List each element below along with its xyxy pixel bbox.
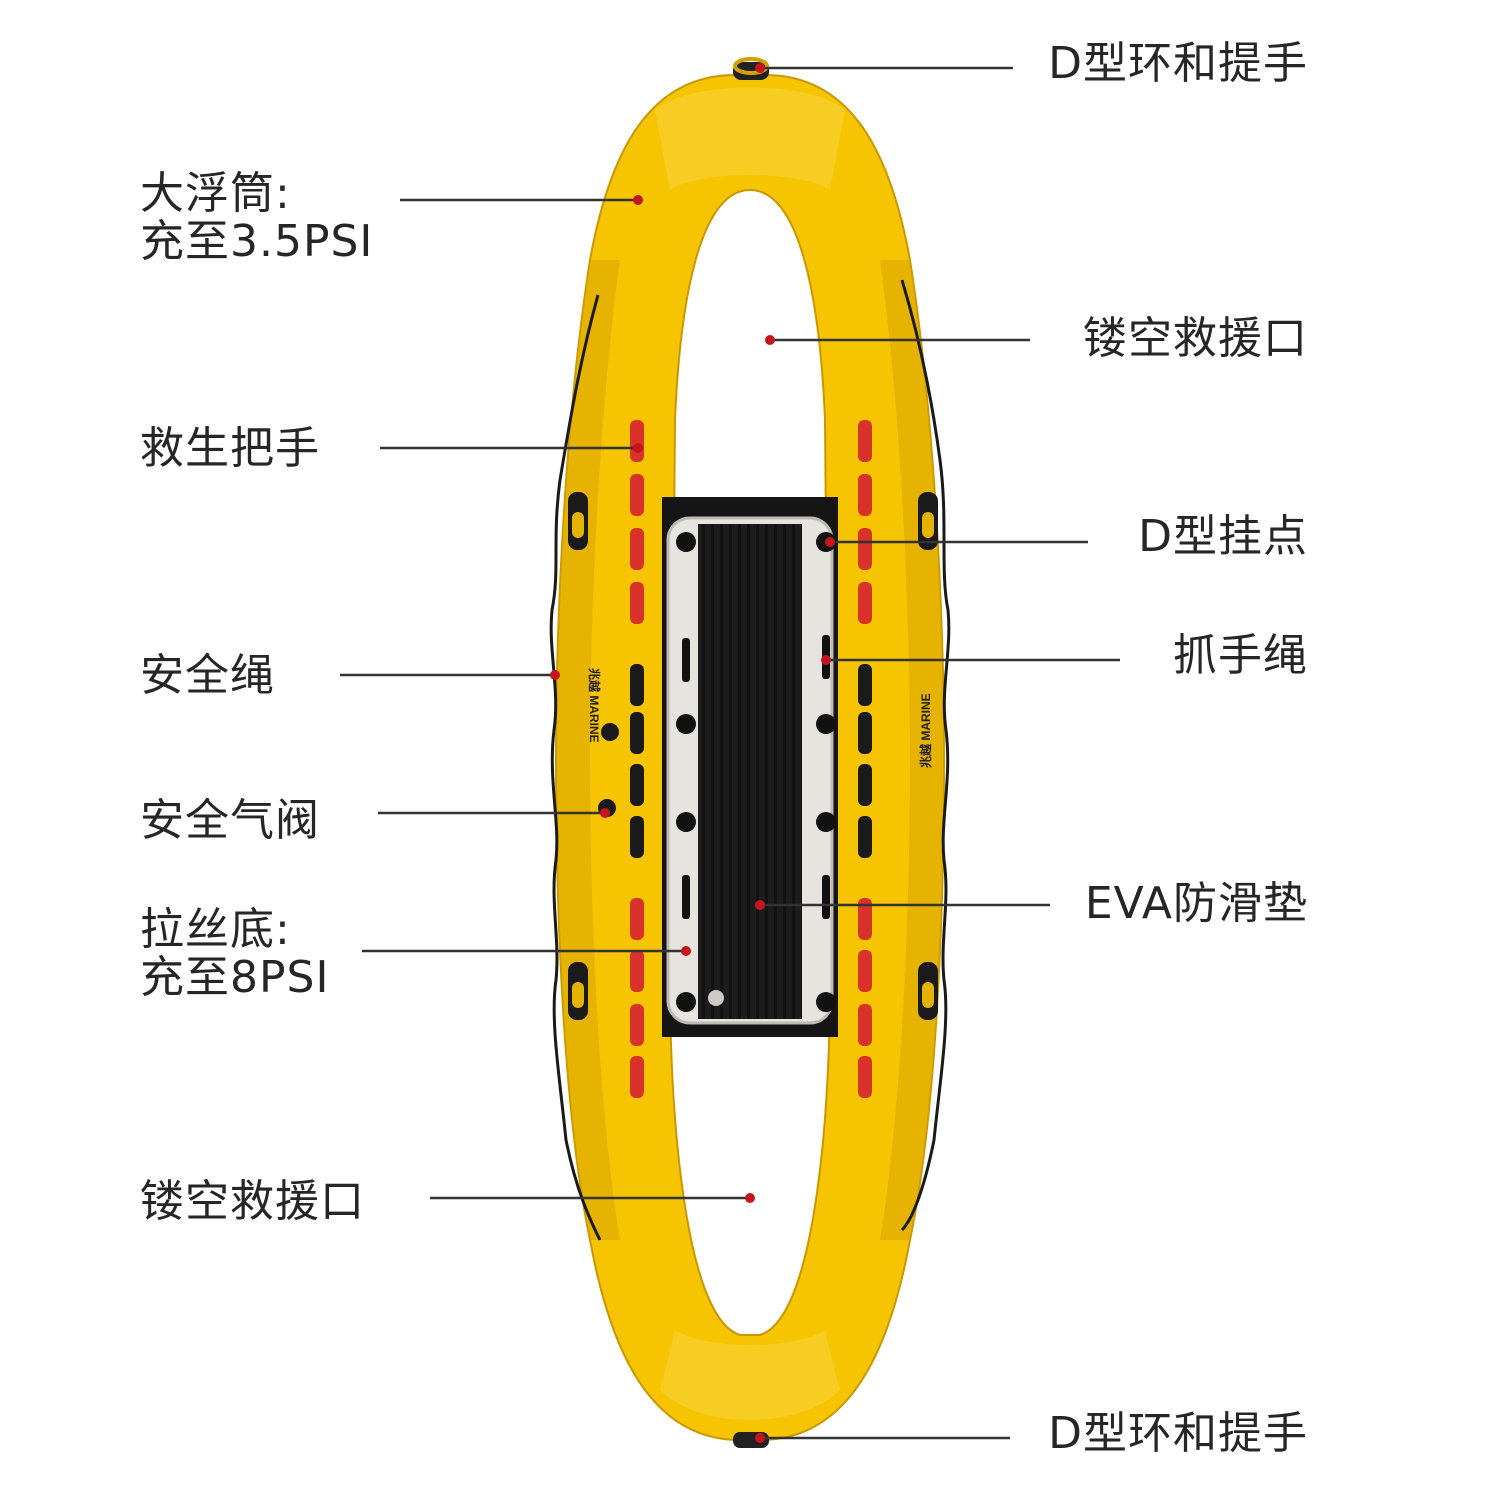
rescue-handle-icon xyxy=(858,474,872,516)
rescue-handle-icon xyxy=(858,528,872,570)
leader-dot xyxy=(550,670,560,680)
label-hollow-rescue-bottom: 镂空救援口 xyxy=(140,1176,365,1227)
rescue-handle-icon xyxy=(858,764,872,806)
rescue-handle-icon xyxy=(630,898,644,940)
rescue-handle-icon xyxy=(858,420,872,462)
top-endcap xyxy=(655,87,845,190)
right-rescue-handles xyxy=(858,420,872,1098)
rescue-handle-icon xyxy=(858,582,872,624)
rescue-handle-icon xyxy=(630,474,644,516)
rescue-handle-icon xyxy=(630,582,644,624)
rescue-handle-icon xyxy=(858,898,872,940)
rescue-handle-icon xyxy=(858,664,872,706)
leader-dot xyxy=(633,195,643,205)
label-bottom-d-ring: D型环和提手 xyxy=(1048,1408,1308,1459)
rescue-handle-icon xyxy=(858,1004,872,1046)
svg-text:兆越 MARINE: 兆越 MARINE xyxy=(587,668,602,743)
rescue-handle-icon xyxy=(858,1056,872,1098)
label-big-float: 大浮筒: 充至3.5PSI xyxy=(140,170,373,266)
rescue-handle-icon xyxy=(858,712,872,754)
label-drop-stitch: 拉丝底: 充至8PSI xyxy=(140,906,329,1002)
rescue-handle-icon xyxy=(630,420,644,462)
leader-dot xyxy=(681,946,691,956)
floor-d-hooks xyxy=(676,532,836,1012)
leader-dot xyxy=(755,63,765,73)
label-safety-valve: 安全气阀 xyxy=(140,795,320,846)
rescue-handle-icon xyxy=(630,712,644,754)
leader-dot xyxy=(633,443,643,453)
rescue-handle-icon xyxy=(630,816,644,858)
rescue-handle-icon xyxy=(630,950,644,992)
label-drop-stitch-line2: 充至8PSI xyxy=(140,952,330,1003)
label-eva-pad: EVA防滑垫 xyxy=(1084,878,1308,929)
left-rescue-handles xyxy=(630,420,644,1098)
leader-dot xyxy=(600,808,610,818)
leader-dot xyxy=(745,1193,755,1203)
label-big-float-line2: 充至3.5PSI xyxy=(140,216,374,267)
label-big-float-line1: 大浮筒: xyxy=(140,168,291,219)
label-drop-stitch-line1: 拉丝底: xyxy=(140,904,291,955)
label-hollow-rescue-top: 镂空救援口 xyxy=(1083,313,1308,364)
bottom-endcap xyxy=(660,1330,840,1420)
brand-print: 兆越 MARINE 兆越 MARINE xyxy=(587,668,933,768)
left-safety-rope xyxy=(549,294,602,1241)
rescue-handle-icon xyxy=(858,816,872,858)
label-top-d-ring: D型环和提手 xyxy=(1048,38,1308,89)
d-hook-icon xyxy=(568,492,938,1020)
label-rescue-handle: 救生把手 xyxy=(140,423,320,474)
rescue-handle-icon xyxy=(630,528,644,570)
rescue-handle-icon xyxy=(630,764,644,806)
leader-lines xyxy=(340,63,1120,1443)
svg-text:兆越 MARINE: 兆越 MARINE xyxy=(918,693,933,768)
leader-dot xyxy=(755,900,765,910)
leader-dot xyxy=(825,537,835,547)
eva-pad xyxy=(698,524,802,1019)
label-safety-rope: 安全绳 xyxy=(140,650,275,701)
label-grab-rope: 抓手绳 xyxy=(1173,630,1308,681)
leader-dot xyxy=(821,655,831,665)
label-d-hook-point: D型挂点 xyxy=(1138,511,1308,562)
right-safety-rope xyxy=(900,279,951,1232)
rescue-handle-icon xyxy=(858,950,872,992)
rescue-handle-icon xyxy=(630,1004,644,1046)
rescue-handle-icon xyxy=(630,664,644,706)
leader-dot xyxy=(755,1433,765,1443)
leader-dot xyxy=(765,335,775,345)
rescue-handle-icon xyxy=(630,1056,644,1098)
